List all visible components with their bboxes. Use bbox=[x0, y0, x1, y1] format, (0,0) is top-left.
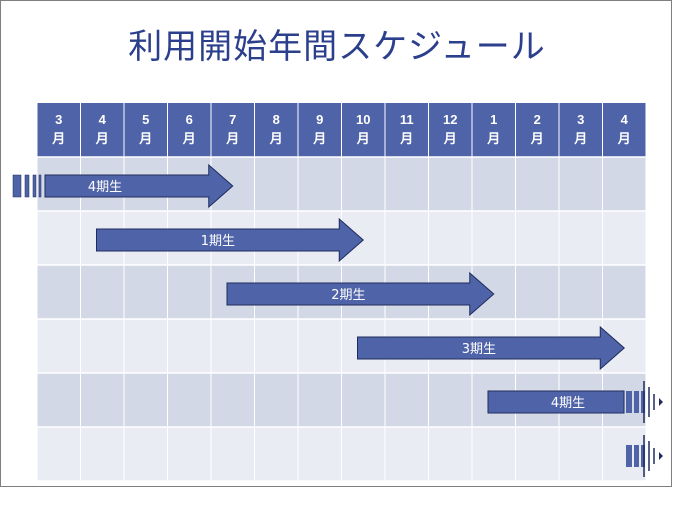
month-number: 3 bbox=[577, 112, 584, 127]
bar-continue-stripe bbox=[634, 445, 639, 467]
bar-label: 3期生 bbox=[462, 342, 496, 357]
bar-tail-stripe bbox=[32, 174, 37, 198]
bar-tail-stripe bbox=[38, 174, 42, 198]
bar-label: 4期生 bbox=[88, 180, 122, 195]
month-unit: 月 bbox=[573, 131, 587, 146]
schedule-arrow bbox=[44, 163, 234, 209]
month-unit: 月 bbox=[51, 131, 65, 146]
month-unit: 月 bbox=[486, 131, 500, 146]
schedule-arrow bbox=[487, 390, 625, 414]
bar-label: 2期生 bbox=[331, 288, 365, 303]
schedule-arrow bbox=[226, 271, 495, 317]
bar-label: 4期生 bbox=[551, 396, 585, 411]
month-number: 4 bbox=[621, 112, 629, 127]
month-unit: 月 bbox=[138, 131, 152, 146]
month-unit: 月 bbox=[95, 131, 109, 146]
bar-continue-stripe bbox=[626, 445, 632, 467]
schedule-arrow bbox=[357, 325, 626, 371]
month-number: 11 bbox=[400, 112, 414, 127]
page-title: 利用開始年間スケジュール bbox=[128, 27, 546, 67]
month-number: 6 bbox=[186, 112, 193, 127]
schedule-chart: 3 月 4 月 5 月 6 月 7 月 8 月 9 月 10 月 11 月 12 月 1 月 2 月 3 月 4 月 4期生 1期生 2期生… bbox=[12, 103, 663, 482]
month-number: 8 bbox=[273, 112, 280, 127]
month-unit: 月 bbox=[225, 131, 239, 146]
bar-continue-stripe bbox=[641, 391, 645, 413]
month-unit: 月 bbox=[356, 131, 370, 146]
bar-tail-stripe bbox=[12, 174, 22, 198]
month-number: 9 bbox=[316, 112, 323, 127]
month-number: 10 bbox=[356, 112, 370, 127]
month-number: 4 bbox=[99, 112, 107, 127]
month-number: 1 bbox=[490, 112, 497, 127]
month-unit: 月 bbox=[182, 131, 196, 146]
month-number: 2 bbox=[534, 112, 541, 127]
arrow-tip-icon bbox=[659, 452, 663, 460]
bar-tail-stripe bbox=[24, 174, 30, 198]
schedule-arrow bbox=[96, 217, 365, 263]
month-number: 5 bbox=[142, 112, 149, 127]
month-unit: 月 bbox=[269, 131, 283, 146]
slide: 利用開始年間スケジュール 3 月 4 月 5 月 6 月 7 月 8 月 9 月 10 月 11 月 12 月 1 月 2 月… bbox=[0, 0, 672, 487]
arrow-tip-icon bbox=[659, 398, 663, 406]
month-number: 3 bbox=[55, 112, 62, 127]
bar-continue-stripe bbox=[634, 391, 639, 413]
month-unit: 月 bbox=[312, 131, 326, 146]
month-unit: 月 bbox=[399, 131, 413, 146]
month-number: 12 bbox=[443, 112, 457, 127]
month-unit: 月 bbox=[443, 131, 457, 146]
month-unit: 月 bbox=[530, 131, 544, 146]
bar-continue-stripe bbox=[626, 391, 632, 413]
bar-label: 1期生 bbox=[201, 234, 235, 249]
month-unit: 月 bbox=[617, 131, 631, 146]
bar-continue-stripe bbox=[641, 445, 645, 467]
month-number: 7 bbox=[229, 112, 236, 127]
